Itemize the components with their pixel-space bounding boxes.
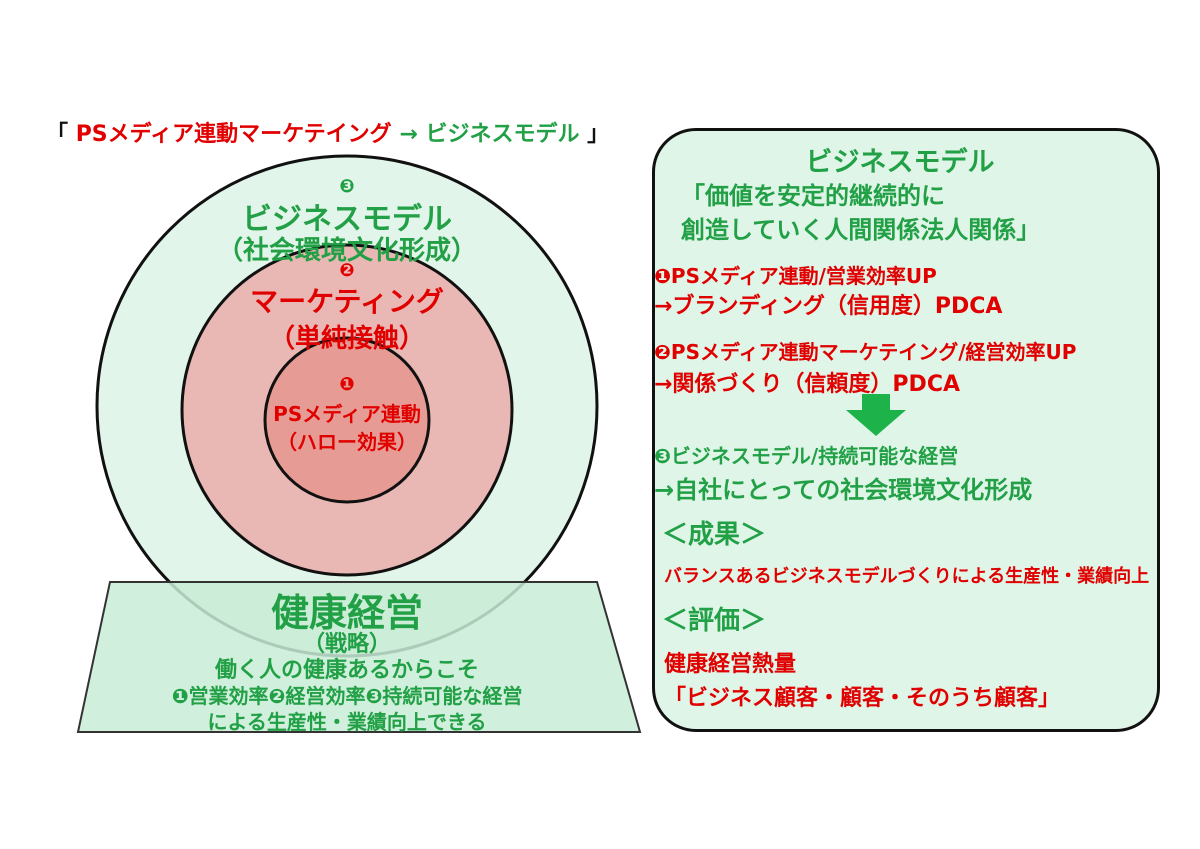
base-sub: （戦略）	[302, 632, 391, 657]
panel-eval-line2: 「ビジネス顧客・顧客・そのうち顧客」	[664, 686, 1061, 711]
panel-eval-line1: 健康経営熱量	[664, 652, 797, 677]
base-trapezoid	[76, 581, 642, 733]
panel-eval-head: ＜評価＞	[662, 606, 767, 636]
panel-item3-body: →自社にとっての社会環境文化形成	[654, 476, 1033, 504]
panel-item1-body: →ブランディング（信用度）PDCA	[654, 294, 1003, 319]
middle-sub: （単純接触）	[268, 324, 425, 354]
panel-item3-head: ❸ビジネスモデル/持続可能な経営	[654, 444, 959, 468]
base-line1: 働く人の健康あるからこそ	[214, 658, 479, 683]
title-close-bracket: 」	[587, 122, 610, 147]
title-part-business-model: ビジネスモデル	[425, 122, 580, 147]
inner-sub: （ハロー効果）	[277, 430, 417, 454]
panel-item2-body: →関係づくり（信頼度）PDCA	[654, 372, 960, 397]
outer-sub: （社会環境文化形成）	[216, 236, 477, 266]
middle-number: ❷	[339, 260, 355, 281]
outer-label: ビジネスモデル	[242, 202, 452, 237]
title-arrow: →	[399, 122, 418, 147]
panel-quote-line1: 「価値を安定的継続的に	[681, 182, 945, 210]
panel-quote-line2: 創造していく人間関係法人関係」	[681, 216, 1041, 244]
inner-label: PSメディア連動	[273, 402, 421, 426]
panel-title: ビジネスモデル	[805, 147, 995, 178]
inner-number: ❶	[339, 374, 355, 395]
base-title: 健康経営	[270, 591, 423, 635]
title-open-bracket: 「	[46, 122, 69, 147]
panel-item1-head: ❶PSメディア連動/営業効率UP	[654, 264, 937, 288]
inner-circle	[263, 336, 431, 504]
business-model-panel	[652, 128, 1160, 732]
title-part-marketing: PSメディア連動マーケテイング	[75, 122, 392, 147]
panel-result-head: ＜成果＞	[662, 520, 767, 550]
middle-label: マーケティング	[250, 285, 444, 318]
outer-number: ❸	[339, 176, 355, 197]
panel-result-body: バランスあるビジネスモデルづくりによる生産性・業績向上	[664, 566, 1150, 587]
concentric-diagram	[76, 154, 642, 733]
panel-item2-head: ❷PSメディア連動マーケテイング/経営効率UP	[654, 340, 1077, 364]
base-line2: ❶営業効率❷経営効率❸持続可能な経営	[171, 684, 523, 708]
page-title: 「 PSメディア連動マーケテイング → ビジネスモデル 」	[46, 116, 609, 148]
base-line3: による生産性・業績向上できる	[207, 710, 487, 734]
